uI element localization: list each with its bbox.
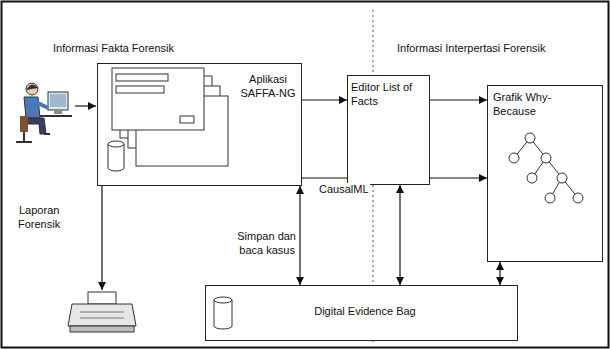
connector: [399, 185, 400, 285]
connector: [430, 99, 487, 100]
edge-label: CausalML: [318, 183, 370, 195]
connector: [499, 262, 500, 285]
edge-label: Simpan dan baca kasus: [236, 230, 296, 256]
report-arrow: [101, 186, 102, 290]
section-label: Informasi Fakta Forensik: [52, 42, 175, 54]
printer-icon: [68, 292, 136, 332]
person-at-computer: [16, 83, 72, 142]
connector: [299, 186, 300, 285]
edge-label-holder: CausalML: [318, 183, 378, 197]
application-box: Aplikasi SAFFA-NG: [97, 63, 302, 186]
connector: [302, 99, 347, 100]
label-holder: Laporan Forensik: [18, 204, 88, 232]
evidence-bag-box: Digital Evidence Bag: [205, 285, 518, 341]
input-arrow: [75, 105, 96, 106]
label-holder: Informasi Interpertasi Forensik: [396, 42, 596, 56]
node-text: Grafik Why-Because: [493, 91, 593, 119]
node-text: Editor List of Facts: [351, 81, 424, 109]
edge-label-holder: Simpan dan baca kasus: [214, 230, 296, 258]
section-label: Laporan Forensik: [18, 204, 61, 230]
label-holder: Informasi Fakta Forensik: [52, 42, 232, 56]
node-text: Aplikasi SAFFA-NG: [237, 73, 299, 101]
section-label: Informasi Interpertasi Forensik: [396, 42, 547, 54]
node-text: Digital Evidence Bag: [265, 305, 465, 319]
graph-box: Grafik Why-Because: [487, 85, 603, 262]
editor-box: Editor List of Facts: [347, 75, 430, 185]
